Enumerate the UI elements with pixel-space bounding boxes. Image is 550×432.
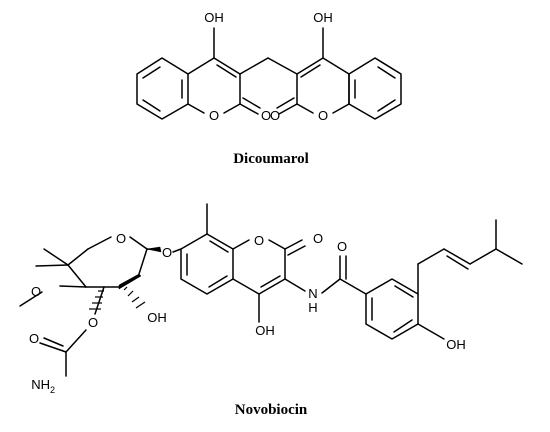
novobiocin-sugar-hydroxyl: OH [147, 310, 167, 325]
dicoumarol-caption: Dicoumarol [233, 151, 309, 167]
novobiocin-amide-nitrogen: N [308, 286, 317, 301]
novobiocin-amide-oxygen: O [337, 239, 347, 254]
novobiocin-coumarin-ring-oxygen: O [254, 233, 264, 248]
novobiocin-phenol-hydroxyl: OH [446, 337, 466, 352]
dicoumarol-carbonyl-oxygen-left: O [261, 108, 271, 123]
novobiocin-carbamate-amine: NH2 [31, 377, 55, 395]
novobiocin-carbamate-carbonyl-oxygen: O [29, 331, 39, 346]
novobiocin-methoxy-oxygen: O [31, 284, 41, 299]
dicoumarol-ring-oxygen-right: O [318, 108, 328, 123]
dicoumarol-ring-oxygen-left: O [209, 108, 219, 123]
dicoumarol-structure: OH OH O O O O Dicoumarol [136, 10, 402, 167]
novobiocin-coumarin-hydroxyl: OH [255, 323, 275, 338]
novobiocin-caption: Novobiocin [235, 402, 308, 418]
novobiocin-sugar-ring-oxygen: O [116, 231, 126, 246]
novobiocin-structure: O O O O O OH O O N H O OH OH NH2 Novobio… [19, 203, 523, 418]
novobiocin-lactone-carbonyl-oxygen: O [313, 231, 323, 246]
dicoumarol-hydroxyl-left: OH [204, 10, 224, 25]
novobiocin-carbamate-ester-oxygen: O [88, 315, 98, 330]
novobiocin-amide-hydrogen: H [308, 300, 317, 315]
dicoumarol-hydroxyl-right: OH [313, 10, 333, 25]
nh2-main: NH [31, 377, 50, 392]
novobiocin-glycosidic-oxygen: O [162, 245, 172, 260]
nh2-subscript: 2 [50, 385, 55, 395]
dicoumarol-carbonyl-oxygen-right: O [270, 108, 280, 123]
